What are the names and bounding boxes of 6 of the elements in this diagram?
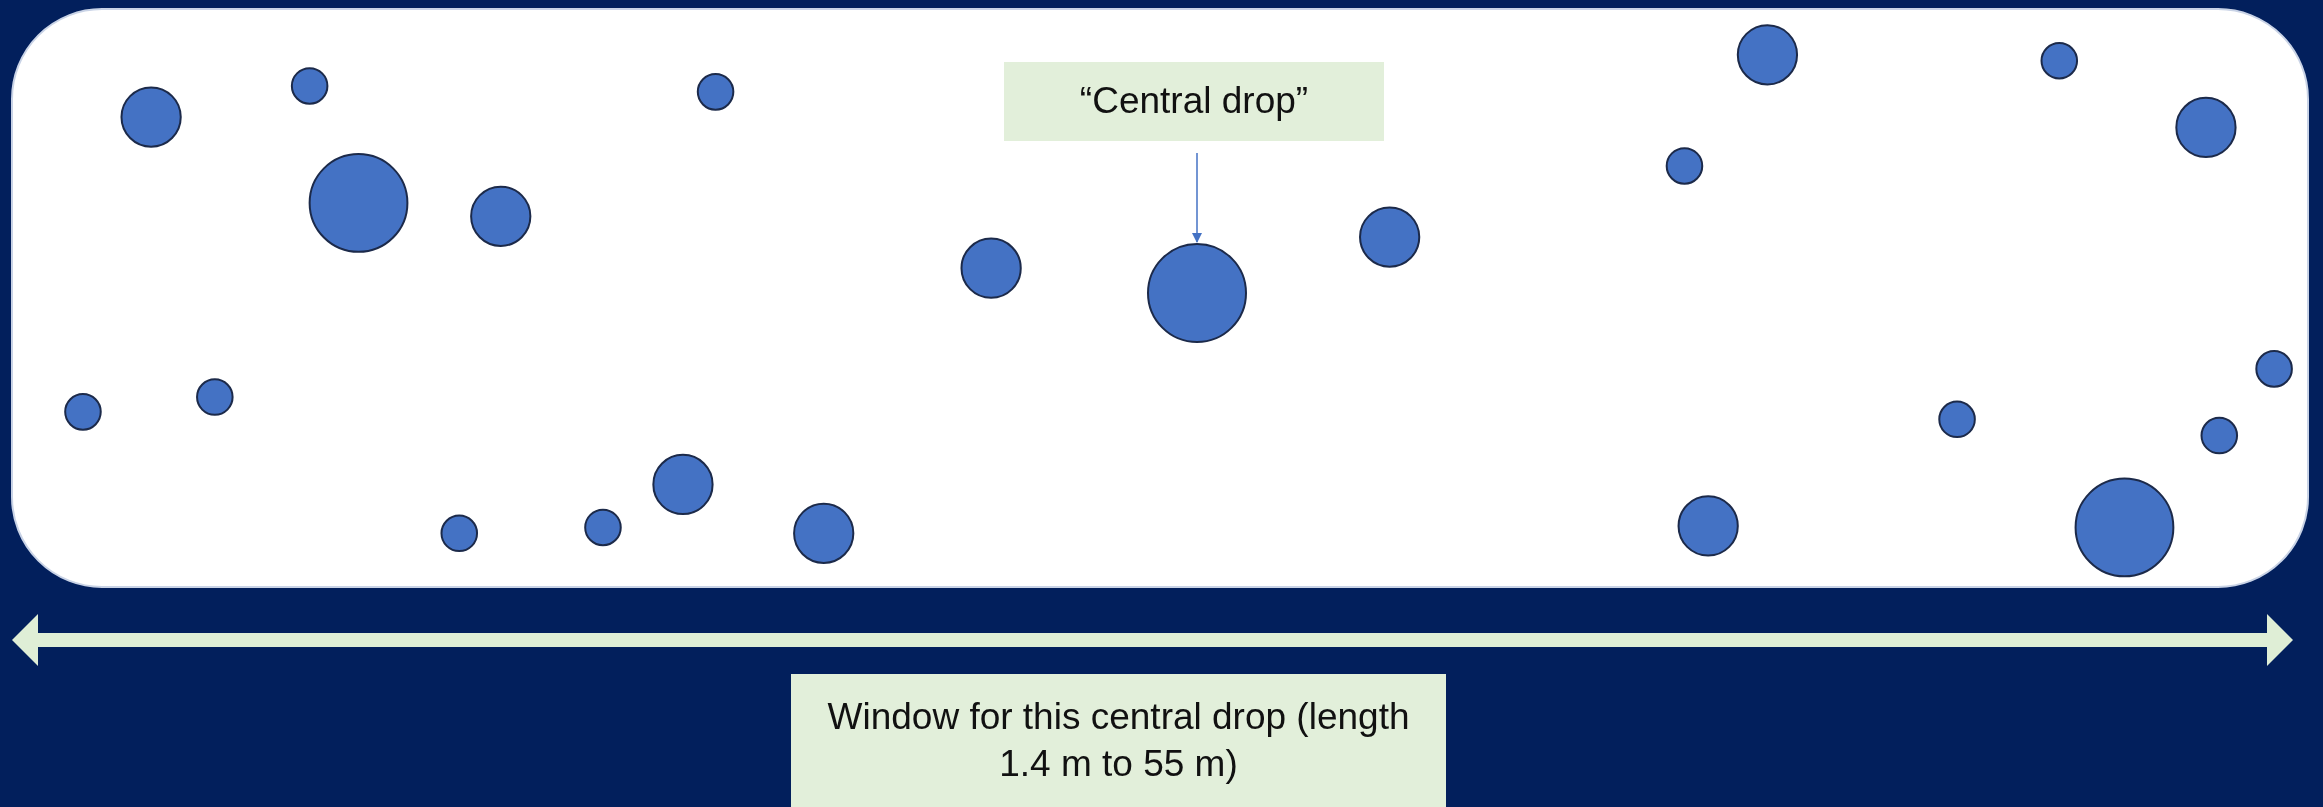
arrow (1192, 152, 1202, 243)
label-box (1004, 62, 1384, 141)
label-text: “Central drop” (1079, 79, 1309, 124)
label-text: Window for this central drop (length 1.4 m to 55 m) (826, 695, 1411, 786)
central-drop (1147, 243, 1247, 343)
label-box (791, 674, 1446, 807)
